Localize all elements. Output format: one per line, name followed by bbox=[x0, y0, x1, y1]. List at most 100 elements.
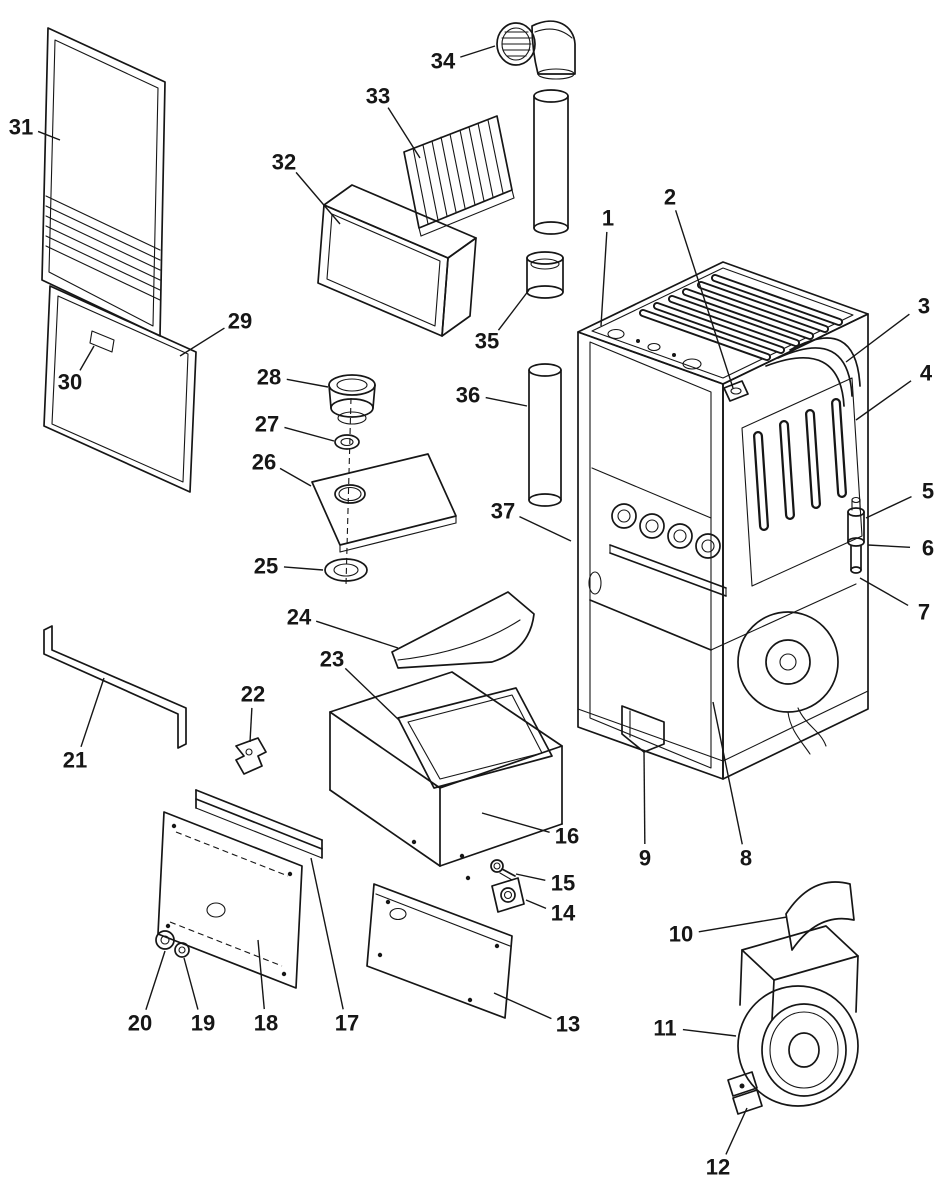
callout-10: 10 bbox=[669, 922, 693, 947]
callout-6: 6 bbox=[922, 536, 934, 561]
callout-leader-14 bbox=[525, 899, 547, 910]
callout-32: 32 bbox=[272, 150, 296, 175]
motor-mount-clamp bbox=[727, 1071, 763, 1115]
lower-door-panel bbox=[43, 285, 197, 493]
callout-leader-8 bbox=[712, 701, 743, 845]
callout-leader-11 bbox=[682, 1028, 737, 1037]
callout-26: 26 bbox=[252, 450, 276, 475]
callout-leader-33 bbox=[387, 107, 421, 159]
access-panel bbox=[157, 811, 303, 989]
callout-9: 9 bbox=[639, 846, 651, 871]
callout-29: 29 bbox=[228, 309, 252, 334]
vent-pipe bbox=[533, 89, 569, 235]
callout-1: 1 bbox=[602, 206, 614, 231]
pipe-coupling bbox=[526, 251, 564, 299]
callout-28: 28 bbox=[257, 365, 281, 390]
callout-24: 24 bbox=[287, 605, 312, 630]
callout-leader-23 bbox=[344, 667, 401, 722]
callout-leader-15 bbox=[515, 873, 546, 882]
callout-33: 33 bbox=[366, 84, 390, 109]
mounting-plate bbox=[311, 453, 457, 553]
callout-34: 34 bbox=[431, 49, 456, 74]
blower-wires bbox=[797, 707, 827, 747]
callout-leader-26 bbox=[279, 467, 312, 487]
callout-5: 5 bbox=[922, 479, 934, 504]
callout-leader-9 bbox=[643, 749, 646, 845]
callout-30: 30 bbox=[58, 370, 82, 395]
callout-14: 14 bbox=[551, 901, 576, 926]
vent-hole bbox=[607, 328, 625, 340]
handle-rail bbox=[43, 625, 187, 749]
callout-35: 35 bbox=[475, 329, 499, 354]
callout-19: 19 bbox=[191, 1011, 215, 1036]
callout-leader-27 bbox=[284, 426, 335, 442]
insulation-box bbox=[317, 184, 477, 337]
flue-collar-stack bbox=[311, 374, 457, 586]
callout-12: 12 bbox=[706, 1155, 730, 1180]
door-louvers bbox=[45, 195, 161, 301]
callout-36: 36 bbox=[456, 383, 480, 408]
callout-leader-17 bbox=[310, 857, 344, 1010]
callout-layer: 1234567891011121314151617181920212223242… bbox=[9, 45, 934, 1180]
heat-exchanger-cells bbox=[741, 377, 863, 587]
callout-leader-7 bbox=[859, 577, 909, 607]
callout-13: 13 bbox=[556, 1012, 580, 1037]
callout-11: 11 bbox=[653, 1016, 676, 1041]
callout-leader-35 bbox=[497, 289, 530, 331]
callout-4: 4 bbox=[920, 361, 933, 386]
bottom-cover-panel bbox=[366, 883, 513, 1019]
burner-assembly bbox=[591, 467, 727, 597]
callout-leader-37 bbox=[519, 516, 572, 542]
callout-25: 25 bbox=[254, 554, 278, 579]
blower-shelf-box bbox=[329, 671, 563, 881]
drain-fitting bbox=[847, 496, 865, 574]
callout-leader-12 bbox=[725, 1107, 748, 1155]
callout-8: 8 bbox=[740, 846, 752, 871]
callout-leader-32 bbox=[295, 171, 341, 225]
blower-assembly bbox=[727, 925, 859, 1115]
callout-22: 22 bbox=[241, 682, 265, 707]
callout-leader-13 bbox=[493, 992, 552, 1020]
callout-leader-5 bbox=[865, 495, 912, 519]
ribbed-panel bbox=[403, 115, 515, 237]
furnace-cabinet bbox=[577, 261, 869, 780]
callout-leader-22 bbox=[249, 707, 253, 743]
callout-leader-20 bbox=[145, 950, 166, 1010]
grommet-ring bbox=[324, 558, 368, 582]
callout-leader-24 bbox=[315, 620, 399, 649]
callout-leader-18 bbox=[257, 939, 265, 1010]
callout-7: 7 bbox=[918, 600, 930, 625]
callout-21: 21 bbox=[63, 748, 87, 773]
callout-31: 31 bbox=[9, 115, 33, 140]
curved-flashing bbox=[785, 881, 855, 951]
grommet-bracket bbox=[491, 877, 525, 913]
callout-leader-36 bbox=[485, 396, 528, 407]
callout-leader-2 bbox=[674, 210, 734, 389]
callout-leader-21 bbox=[80, 677, 105, 748]
callout-18: 18 bbox=[254, 1011, 278, 1036]
callout-37: 37 bbox=[491, 499, 515, 524]
clip-bracket bbox=[235, 737, 267, 775]
lower-vent-pipe bbox=[528, 363, 562, 507]
panel-ribs bbox=[412, 119, 504, 225]
callout-15: 15 bbox=[551, 871, 575, 896]
angle-rail bbox=[195, 789, 323, 859]
grommet-washers bbox=[155, 930, 190, 958]
callout-leader-1 bbox=[600, 231, 608, 327]
flue-port bbox=[723, 380, 749, 402]
callout-2: 2 bbox=[664, 185, 676, 210]
callout-leader-16 bbox=[481, 812, 550, 834]
heat-exchanger-tubes bbox=[639, 274, 843, 361]
callout-leader-4 bbox=[855, 380, 912, 421]
callout-23: 23 bbox=[320, 647, 344, 672]
callout-leader-3 bbox=[845, 313, 910, 363]
callout-16: 16 bbox=[555, 824, 579, 849]
deflector-panel bbox=[391, 591, 535, 669]
callout-leader-6 bbox=[867, 544, 911, 548]
callout-leader-19 bbox=[183, 957, 199, 1010]
callout-3: 3 bbox=[918, 294, 930, 319]
sensor-fitting bbox=[490, 859, 516, 881]
callout-17: 17 bbox=[335, 1011, 359, 1036]
